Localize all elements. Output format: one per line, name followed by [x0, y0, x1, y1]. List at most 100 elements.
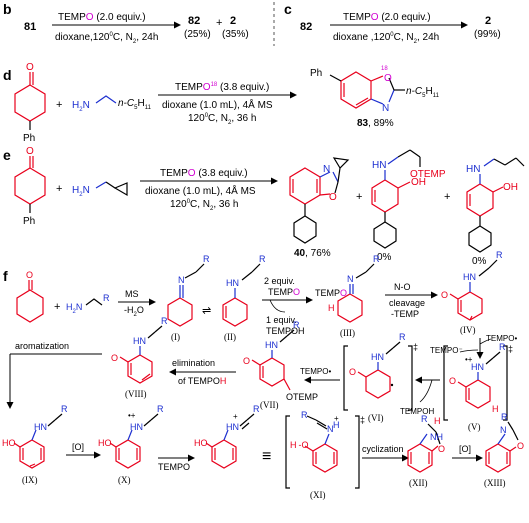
- reagent: TEMPO18 (3.8 equiv.): [175, 82, 269, 93]
- intermediate-label: (II): [224, 332, 236, 342]
- hydrogen-atom: H-O: [290, 440, 309, 450]
- curved-arrow: [419, 379, 433, 403]
- aminophenol-IX: [13, 413, 63, 469]
- amine-chain-bonds: [95, 95, 117, 104]
- intermediate-V: [443, 345, 508, 421]
- nh-label: HN: [265, 340, 278, 350]
- amine-nh2: H2N: [72, 185, 90, 198]
- nh-label: HN: [371, 352, 384, 362]
- intermediate-label: (XII): [409, 478, 428, 488]
- r-group: R: [253, 404, 260, 414]
- radical-cation-X: [109, 413, 159, 469]
- r-group: R: [399, 332, 406, 342]
- nitrogen-atom: N: [382, 103, 389, 114]
- reagent: TEMPO (2.0 equiv.): [58, 12, 146, 23]
- product-40-structure: [289, 157, 350, 244]
- compound-label: 81: [24, 21, 36, 33]
- cyclopropylmethyl: [95, 181, 128, 197]
- oxygen-atom: O: [329, 192, 337, 203]
- plus-sign: +: [444, 191, 450, 203]
- nitrogen-atom: N: [323, 164, 330, 175]
- panel-label: b: [3, 1, 12, 17]
- nitrogen-atom: N: [347, 274, 354, 284]
- phenyl-label: Ph: [310, 68, 322, 79]
- amine-nh2: H2N: [72, 100, 90, 113]
- product-label: 2: [485, 15, 491, 27]
- product-yield: 0%: [377, 252, 392, 263]
- plus-sign: +: [56, 99, 62, 111]
- oxygen-atom: O: [243, 356, 250, 366]
- nitrogen-atom: N: [500, 425, 507, 435]
- conditions: 1200C, N2, 36 h: [170, 199, 238, 212]
- step-label: cleavage: [389, 298, 425, 308]
- intermediate-label: (VI): [368, 413, 384, 423]
- hydroxyl-label: HO: [98, 438, 112, 448]
- oxygen-atom: O: [384, 73, 392, 84]
- benzoxazole-product: [329, 71, 405, 109]
- tempoh-byproduct: TEMPOH: [400, 407, 434, 416]
- hydroxyl-label: HO: [194, 438, 208, 448]
- benzoxazoline-XII: [407, 423, 441, 473]
- intermediate-label: (VIII): [125, 389, 147, 399]
- hydroxyl-label: OH: [503, 182, 518, 193]
- r-group: R: [293, 320, 300, 330]
- oxygen-atom: O: [26, 62, 34, 73]
- r-group: R: [501, 412, 508, 422]
- positive-charge: +: [233, 412, 238, 421]
- r-group: R: [61, 404, 68, 414]
- otemp-label: OTEMP: [286, 392, 318, 402]
- reagent: TEMPO: [268, 287, 300, 297]
- nitrogen-atom: N: [327, 424, 334, 434]
- reagent: TEMPO (3.8 equiv.): [160, 168, 248, 179]
- intermediate-label: (III): [340, 328, 355, 338]
- nh-label: HN: [463, 272, 476, 282]
- otemp-byproduct-structure: [371, 149, 421, 249]
- step-label: N-O: [394, 282, 411, 292]
- intermediate-label: (XIII): [484, 478, 506, 488]
- r-group: R: [496, 250, 503, 260]
- panel-label: c: [284, 1, 292, 17]
- r-group: R: [161, 316, 168, 326]
- panel-c: c 82 TEMPO (2.0 equiv.) dioxane ,1200C, …: [284, 1, 501, 45]
- pentyl-label: n-C5H11: [118, 98, 152, 111]
- step-label: aromatization: [15, 341, 69, 351]
- nh-label: HN: [226, 278, 239, 288]
- nh-label: HN: [466, 164, 480, 175]
- panel-b: b 81 TEMPO (2.0 equiv.) dioxane,1200C, N…: [3, 1, 249, 45]
- cyclohexanone-ph: [14, 156, 46, 205]
- radical-cation: •+: [465, 355, 473, 364]
- plus-sign: +: [56, 183, 62, 195]
- cyclohexanone: [16, 280, 44, 323]
- hydroxyl-label: OH: [411, 177, 426, 188]
- r-group: R: [259, 254, 266, 264]
- intermediate-label: (X): [118, 475, 131, 485]
- r-group: R: [157, 404, 164, 414]
- benzoxazole-XIII: [485, 421, 519, 473]
- panel-f: f O + H2N R MS -H2O N R (I) ⇌: [2, 250, 524, 500]
- oxygen-atom: O: [26, 146, 34, 157]
- panel-d: d O Ph + H2N n-C5H11 TEMPO18 (3.8 equiv.…: [3, 62, 440, 144]
- product-label: 2: [230, 15, 236, 27]
- oxygen-atom: O: [349, 367, 356, 377]
- hydrogen-atom: H: [492, 404, 499, 414]
- tempo-o-label: TEMPO: [315, 288, 347, 298]
- equivalence: ≡: [262, 448, 271, 465]
- nh-label: HN: [130, 422, 143, 432]
- oxidation-label: [O]: [72, 442, 84, 452]
- oxygen-atom: O: [449, 376, 456, 386]
- isotope-label: 18: [381, 66, 388, 72]
- radical-dot: [390, 383, 394, 387]
- r-group: R: [421, 414, 428, 424]
- nh-label: HN: [471, 362, 484, 372]
- product-yield: 40, 76%: [294, 248, 331, 259]
- conditions: 1200C, N2, 36 h: [188, 113, 256, 126]
- byproduct: 1 equiv.: [266, 315, 297, 325]
- r-group: R: [301, 410, 308, 420]
- yield: (99%): [474, 29, 501, 40]
- transition-marker: ‡: [413, 342, 418, 352]
- amine-nh2: H2N: [66, 302, 82, 315]
- intermediate-VII: [251, 329, 295, 391]
- cyclohexanone-ph: [14, 72, 46, 122]
- oxygen-atom: O: [111, 353, 118, 363]
